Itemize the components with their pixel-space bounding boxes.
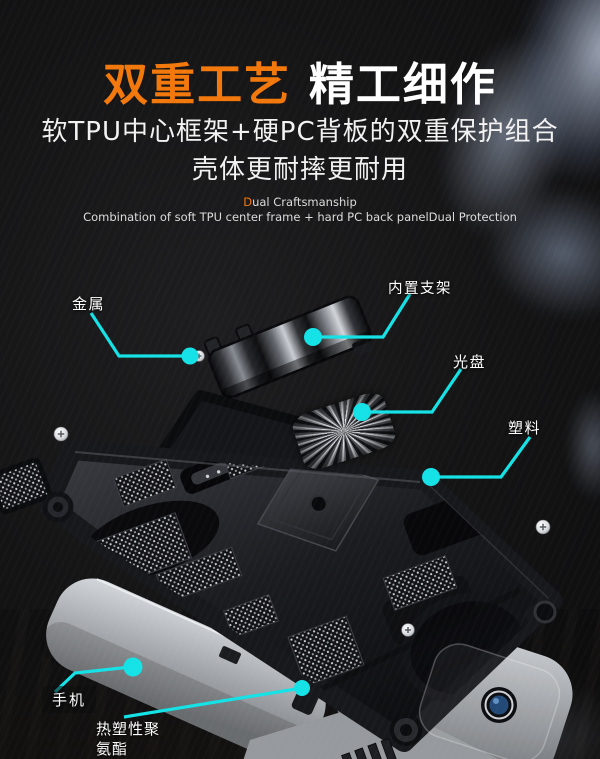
kickstand-body — [208, 295, 372, 399]
screw-4 — [401, 623, 415, 637]
mesh-patch-7 — [382, 555, 458, 611]
mesh-patch-5 — [223, 593, 279, 639]
tpu-rail-tab-1 — [219, 646, 241, 664]
screw-2 — [53, 426, 69, 442]
callout-line-metal — [89, 312, 183, 358]
callout-dot-stand — [304, 328, 322, 346]
label-tpu: 热塑性聚 氨酯 — [96, 719, 160, 759]
mesh-patch-left-edge — [0, 457, 52, 515]
callout-line-disc — [370, 368, 463, 414]
lens-glint — [493, 698, 499, 704]
label-tpu-line-2: 氨酯 — [96, 740, 129, 758]
screw-3 — [535, 519, 551, 535]
english-caption-line-2: Combination of soft TPU center frame + h… — [83, 209, 517, 224]
label-metal: 金属 — [72, 295, 106, 313]
callout-dot-disc — [353, 403, 371, 421]
label-tpu-line-1: 热塑性聚 — [96, 720, 161, 738]
english-caption-line-1: Dual Craftsmanship — [0, 195, 600, 210]
phone-side-shade — [40, 622, 310, 759]
callout-line-plastic — [439, 436, 532, 479]
kickstand-shadow-edge — [222, 331, 373, 399]
english-caption: Dual Craftsmanship Combination of soft T… — [0, 195, 600, 224]
callout-line-tpu — [123, 686, 303, 719]
mesh-patch-2 — [112, 458, 178, 508]
lens-ring — [484, 690, 514, 720]
callout-dot-plastic — [422, 468, 440, 486]
case-rim-highlight-right — [427, 483, 549, 599]
subtitle: 软TPU中心框架+硬PC背板的双重保护组合 壳体更耐摔更耐用 — [0, 113, 600, 189]
plate-center-hole — [309, 494, 328, 513]
english-caption-accent: D — [243, 195, 253, 209]
kickstand-part — [203, 295, 373, 399]
corner-screw-hole — [533, 600, 557, 624]
title-accent: 双重工艺 — [103, 58, 292, 111]
label-stand: 内置支架 — [388, 281, 452, 297]
callout-line-phone — [53, 665, 131, 694]
callout-dot-tpu — [294, 680, 310, 696]
callout-line-stand — [321, 293, 412, 339]
page-title: 双重工艺 精工细作 — [0, 48, 600, 113]
label-phone: 手机 — [42, 686, 97, 713]
phone-body-left — [46, 578, 326, 759]
kickstand-foot — [352, 337, 373, 356]
callout-dot-phone — [123, 657, 143, 677]
case-rail-groove — [298, 587, 522, 703]
subtitle-line-2: 壳体更耐摔更耐用 — [191, 155, 408, 185]
camera-lens — [418, 643, 561, 759]
callout-dot-metal — [181, 347, 199, 365]
mesh-patch-6 — [287, 615, 365, 687]
label-disc: 光盘 — [453, 353, 487, 371]
label-plastic: 塑料 — [508, 419, 542, 437]
case-rim-highlight-top — [74, 451, 421, 483]
title-main: 精工细作 — [308, 58, 497, 111]
case-hook-corner — [42, 491, 74, 523]
english-caption-line-1-rest: ual Craftsmanship — [252, 195, 357, 209]
subtitle-line-1: 软TPU中心框架+硬PC背板的双重保护组合 — [41, 117, 559, 147]
